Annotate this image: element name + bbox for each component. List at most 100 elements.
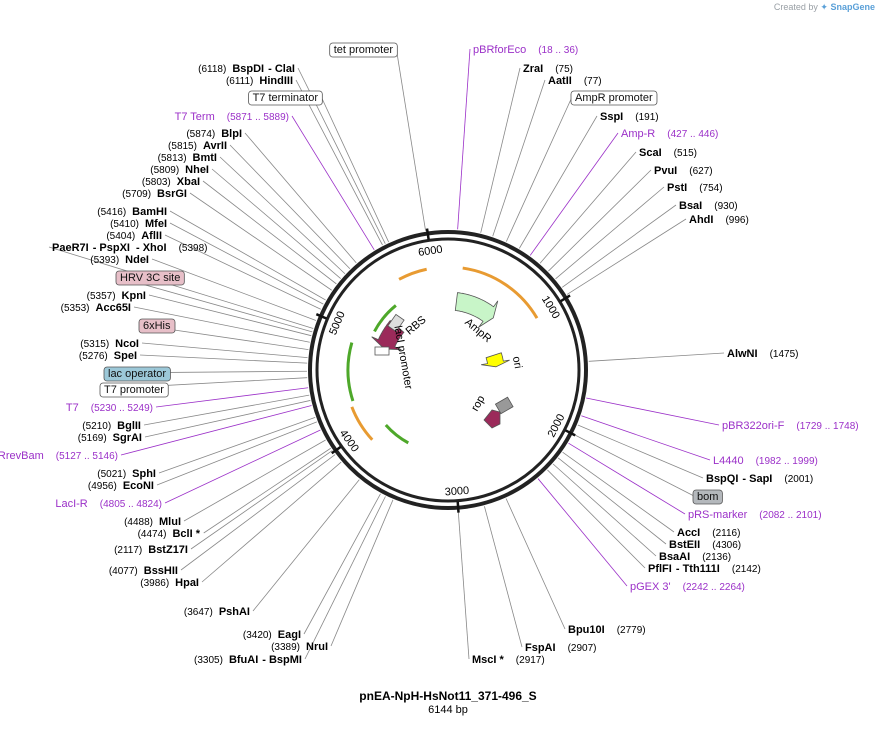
label-pvui[interactable]: PvuI(627) xyxy=(654,165,713,177)
label-tet-promoter[interactable]: tet promoter xyxy=(329,42,398,58)
msci-pos: (2917) xyxy=(516,655,545,666)
pshai-pos: (3647) xyxy=(184,607,213,618)
label-amp-r[interactable]: Amp-R(427 .. 446) xyxy=(621,128,718,140)
label-avrii[interactable]: (5815)AvrII xyxy=(168,140,227,152)
label-t7-text: T7(5230 .. 5249) xyxy=(66,402,153,414)
tick-1000 xyxy=(560,294,571,303)
label-bamhi[interactable]: (5416)BamHI xyxy=(97,206,167,218)
label-eagi[interactable]: (3420)EagI xyxy=(243,629,301,641)
label-hpai[interactable]: (3986)HpaI xyxy=(140,577,199,589)
label-bsrgi[interactable]: (5709)BsrGI xyxy=(122,188,187,200)
label-laci-r[interactable]: LacI-R(4805 .. 4824) xyxy=(55,498,162,510)
label-ndei[interactable]: (5393)NdeI xyxy=(90,254,149,266)
label-l4440[interactable]: L4440(1982 .. 1999) xyxy=(713,455,818,467)
label-pbrforeco[interactable]: pBRforEco(18 .. 36) xyxy=(473,44,578,56)
label-bom[interactable]: bom xyxy=(692,489,723,505)
bpu10i-name: Bpu10I xyxy=(568,624,605,636)
label-sphi[interactable]: (5021)SphI xyxy=(97,468,156,480)
label-lac-operator[interactable]: lac operator xyxy=(103,366,171,382)
label-hrv-3c-site-text: HRV 3C site xyxy=(120,272,180,284)
label-bspqi-text: BspQI- SapI(2001) xyxy=(706,473,813,485)
pgex-3-range: (2242 .. 2264) xyxy=(683,582,745,593)
label-bstz17i[interactable]: (2117)BstZ17I xyxy=(114,544,188,556)
t7-term-range: (5871 .. 5889) xyxy=(227,112,289,123)
label-prs-marker[interactable]: pRS-marker(2082 .. 2101) xyxy=(688,509,822,521)
label-6xhis[interactable]: 6xHis xyxy=(138,318,176,334)
label-bsshii[interactable]: (4077)BssHII xyxy=(109,565,178,577)
label-mfei[interactable]: (5410)MfeI xyxy=(110,218,167,230)
label-t7-term[interactable]: T7 Term (5871 .. 5889) xyxy=(175,111,289,123)
label-t7-promoter[interactable]: T7 promoter xyxy=(99,382,169,398)
xbai-pos: (5803) xyxy=(142,177,171,188)
ncoi-name: NcoI xyxy=(115,338,139,350)
label-aatii[interactable]: AatII(77) xyxy=(548,75,602,87)
label-hindiii-text: (6111)HindIII xyxy=(226,75,293,87)
label-nrui[interactable]: (3389)NruI xyxy=(271,641,328,653)
label-t7-terminator[interactable]: T7 terminator xyxy=(248,90,323,106)
label-sspi[interactable]: SspI(191) xyxy=(600,111,659,123)
leader-bsteii xyxy=(557,457,667,545)
label-pbrrevbam[interactable]: pBRrevBam(5127 .. 5146) xyxy=(0,450,118,462)
label-econi[interactable]: (4956)EcoNI xyxy=(88,480,154,492)
label-bfuai[interactable]: (3305)BfuAI- BspMI xyxy=(194,654,302,666)
label-alwni[interactable]: AlwNI(1475) xyxy=(727,348,798,360)
label-psti[interactable]: PstI(754) xyxy=(667,182,723,194)
label-bsteii[interactable]: BstEII(4306) xyxy=(669,539,741,551)
amp-r-name: Amp-R xyxy=(621,128,655,140)
label-pbr322ori-f[interactable]: pBR322ori-F(1729 .. 1748) xyxy=(722,420,859,432)
label-pbrforeco-text: pBRforEco(18 .. 36) xyxy=(473,44,578,56)
bmti-name: BmtI xyxy=(193,152,217,164)
label-zrai[interactable]: ZraI(75) xyxy=(523,63,573,75)
leader-bpu10i xyxy=(505,498,566,630)
xbai-name: XbaI xyxy=(177,176,200,188)
label-bspqi[interactable]: BspQI- SapI(2001) xyxy=(706,473,813,485)
l4440-name: L4440 xyxy=(713,455,744,467)
label-pflfi[interactable]: PflFI- Tth111I(2142) xyxy=(648,563,761,575)
label-fspai[interactable]: FspAI(2907) xyxy=(525,642,596,654)
label-bglii[interactable]: (5210)BglII xyxy=(82,420,141,432)
label-hrv-3c-site[interactable]: HRV 3C site xyxy=(115,270,185,286)
label-hindiii[interactable]: (6111)HindIII xyxy=(226,75,293,87)
label-acc65i[interactable]: (5353)Acc65I xyxy=(61,302,131,314)
psti-pos: (754) xyxy=(699,183,722,194)
label-ahdi[interactable]: AhdI(996) xyxy=(689,214,749,226)
mlui-name: MluI xyxy=(159,516,181,528)
leader-alwni xyxy=(588,352,725,362)
label-acci[interactable]: AccI(2116) xyxy=(677,527,740,539)
label-bsai-text: BsaI(930) xyxy=(679,200,738,212)
label-bsaai[interactable]: BsaAI(2136) xyxy=(659,551,731,563)
label-pshai[interactable]: (3647)PshAI xyxy=(184,606,250,618)
t7-terminator-name: T7 terminator xyxy=(253,92,319,104)
label-aflii[interactable]: (5404)AflII xyxy=(106,230,162,242)
t7-term-name: T7 Term xyxy=(175,111,215,123)
label-ampr-promoter[interactable]: AmpR promoter xyxy=(570,90,658,106)
label-bsai[interactable]: BsaI(930) xyxy=(679,200,738,212)
leader-amp-r xyxy=(529,132,619,256)
label-nhei[interactable]: (5809)NheI xyxy=(150,164,209,176)
scai-name: ScaI xyxy=(639,147,662,159)
label-hpai-text: (3986)HpaI xyxy=(140,577,199,589)
leader-kpni xyxy=(148,294,312,337)
label-sgrai[interactable]: (5169)SgrAI xyxy=(78,432,142,444)
label-bspdi[interactable]: (6118)BspDI- ClaI xyxy=(198,63,295,75)
label-kpni[interactable]: (5357)KpnI xyxy=(87,290,146,302)
label-pgex-3[interactable]: pGEX 3'(2242 .. 2264) xyxy=(630,581,745,593)
tick-label-4000: 4000 xyxy=(337,428,361,455)
label-blpi[interactable]: (5874)BlpI xyxy=(186,128,242,140)
label-mlui[interactable]: (4488)MluI xyxy=(124,516,181,528)
label-bmti[interactable]: (5813)BmtI xyxy=(158,152,217,164)
orf-arc-upper xyxy=(398,267,428,281)
label-spei[interactable]: (5276)SpeI xyxy=(79,350,137,362)
label-msci[interactable]: MscI *(2917) xyxy=(472,654,545,666)
label-t7[interactable]: T7(5230 .. 5249) xyxy=(66,402,153,414)
label-ncoi[interactable]: (5315)NcoI xyxy=(80,338,139,350)
laci-r-range: (4805 .. 4824) xyxy=(100,499,162,510)
label-xbai[interactable]: (5803) XbaI xyxy=(142,176,200,188)
label-bpu10i[interactable]: Bpu10I(2779) xyxy=(568,624,646,636)
leader-psti xyxy=(555,186,665,280)
label-scai[interactable]: ScaI(515) xyxy=(639,147,697,159)
label-paer7i[interactable]: PaeR7I- PspXI- XhoI(5398) xyxy=(52,242,207,254)
label-bcli[interactable]: (4474)BclI * xyxy=(138,528,201,540)
